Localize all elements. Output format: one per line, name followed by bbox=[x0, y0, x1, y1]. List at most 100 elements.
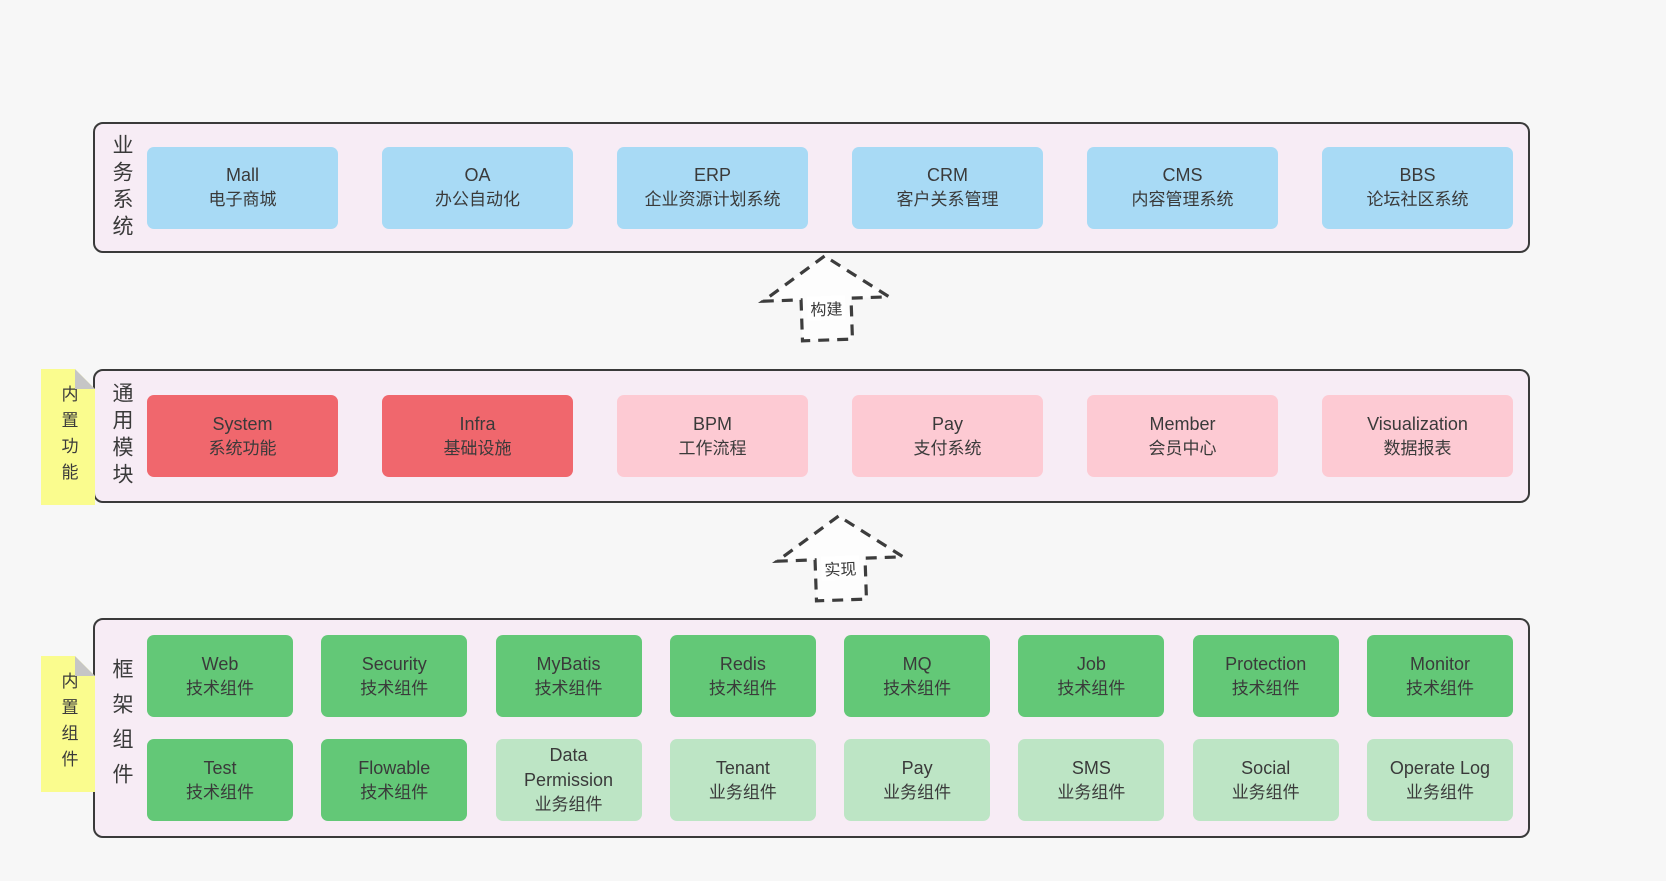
node-subtitle: 技术组件 bbox=[186, 678, 254, 698]
node-test: Test 技术组件 bbox=[147, 739, 293, 821]
node-erp: ERP 企业资源计划系统 bbox=[617, 146, 808, 229]
node-subtitle: 技术组件 bbox=[186, 782, 254, 802]
node-title: Mall bbox=[225, 165, 259, 186]
node-subtitle: 技术组件 bbox=[708, 678, 777, 698]
node-pay: Pay 业务组件 bbox=[844, 739, 991, 821]
node-cms: CMS 内容管理系统 bbox=[1087, 146, 1278, 229]
side-tab-builtin-components: 内置组件 bbox=[41, 656, 95, 792]
node-subtitle: 客户关系管理 bbox=[896, 190, 999, 210]
node-title: OA bbox=[464, 165, 491, 186]
node-title: CMS bbox=[1162, 165, 1203, 186]
node-title: Infra bbox=[459, 413, 496, 434]
layer-label-modules: 通用模块 bbox=[95, 371, 147, 501]
node-subtitle: 会员中心 bbox=[1148, 438, 1217, 458]
node-subtitle: 业务组件 bbox=[1231, 782, 1300, 802]
node-title: Social bbox=[1241, 757, 1291, 778]
node-subtitle: 技术组件 bbox=[1057, 678, 1126, 698]
node-bbs: BBS 论坛社区系统 bbox=[1322, 146, 1513, 229]
node-subtitle: 基础设施 bbox=[443, 438, 512, 458]
node-title: BPM bbox=[692, 413, 732, 434]
arrow-build: 构建 bbox=[754, 250, 897, 347]
node-mq: MQ 技术组件 bbox=[844, 635, 991, 717]
node-title: Operate Log bbox=[1389, 757, 1490, 778]
node-redis: Redis 技术组件 bbox=[669, 635, 816, 717]
node-title: SMS bbox=[1071, 757, 1111, 778]
arrow-build-label: 构建 bbox=[806, 295, 846, 321]
node-title: MyBatis bbox=[536, 653, 601, 674]
node-title: CRM bbox=[927, 165, 968, 186]
node-title: Data Permission bbox=[524, 745, 614, 791]
node-social: Social 业务组件 bbox=[1192, 739, 1339, 821]
node-pay: Pay 支付系统 bbox=[852, 395, 1043, 477]
node-subtitle: 论坛社区系统 bbox=[1366, 190, 1469, 210]
side-tab-text: 内置组件 bbox=[58, 672, 78, 776]
node-crm: CRM 客户关系管理 bbox=[852, 146, 1043, 229]
node-subtitle: 工作流程 bbox=[678, 438, 747, 458]
node-title: Visualization bbox=[1367, 413, 1468, 434]
node-job: Job 技术组件 bbox=[1018, 635, 1165, 717]
node-subtitle: 技术组件 bbox=[360, 782, 429, 802]
node-title: MQ bbox=[902, 653, 932, 674]
node-title: Pay bbox=[931, 413, 964, 434]
node-data-permission: Data Permission 业务组件 bbox=[495, 739, 642, 821]
node-security: Security 技术组件 bbox=[321, 635, 468, 717]
node-subtitle: 系统功能 bbox=[208, 438, 277, 458]
node-subtitle: 数据报表 bbox=[1383, 438, 1452, 458]
layer-label-text: 框架组件 bbox=[110, 658, 133, 798]
node-subtitle: 技术组件 bbox=[534, 678, 603, 698]
arrow-implement: 实现 bbox=[768, 510, 911, 607]
node-subtitle: 支付系统 bbox=[913, 438, 982, 458]
node-title: BBS bbox=[1399, 165, 1436, 186]
node-mybatis: MyBatis 技术组件 bbox=[495, 635, 642, 717]
node-title: Tenant bbox=[715, 757, 770, 778]
node-subtitle: 内容管理系统 bbox=[1131, 190, 1234, 210]
node-title: Job bbox=[1076, 653, 1106, 674]
node-subtitle: 企业资源计划系统 bbox=[644, 190, 781, 210]
arrow-implement-label: 实现 bbox=[820, 555, 860, 581]
layer-label-text: 通用模块 bbox=[110, 382, 133, 490]
node-title: System bbox=[212, 413, 273, 434]
node-title: Monitor bbox=[1409, 653, 1470, 674]
layer-label-text: 业务系统 bbox=[110, 133, 133, 242]
node-subtitle: 业务组件 bbox=[534, 795, 603, 815]
side-tab-builtin-functions: 内置功能 bbox=[41, 369, 95, 505]
folded-corner-icon bbox=[75, 656, 95, 676]
node-monitor: Monitor 技术组件 bbox=[1366, 635, 1513, 717]
node-subtitle: 办公自动化 bbox=[435, 190, 520, 210]
node-subtitle: 业务组件 bbox=[883, 782, 952, 802]
node-system: System 系统功能 bbox=[147, 395, 338, 477]
node-title: ERP bbox=[693, 165, 731, 186]
node-visualization: Visualization 数据报表 bbox=[1322, 395, 1513, 477]
side-tab-text: 内置功能 bbox=[58, 385, 78, 489]
node-bpm: BPM 工作流程 bbox=[617, 395, 808, 477]
node-title: Pay bbox=[901, 757, 933, 778]
folded-corner-icon bbox=[75, 369, 95, 389]
node-subtitle: 技术组件 bbox=[1231, 678, 1300, 698]
layer-label-components: 框架组件 bbox=[95, 620, 147, 836]
node-title: Web bbox=[201, 653, 239, 674]
node-sms: SMS 业务组件 bbox=[1018, 739, 1165, 821]
node-title: Security bbox=[361, 653, 427, 674]
node-subtitle: 技术组件 bbox=[883, 678, 952, 698]
node-subtitle: 业务组件 bbox=[1057, 782, 1126, 802]
node-subtitle: 技术组件 bbox=[360, 678, 429, 698]
node-title: Redis bbox=[719, 653, 766, 674]
node-subtitle: 技术组件 bbox=[1405, 678, 1474, 698]
node-oa: OA 办公自动化 bbox=[382, 146, 573, 229]
node-title: Test bbox=[203, 757, 237, 778]
